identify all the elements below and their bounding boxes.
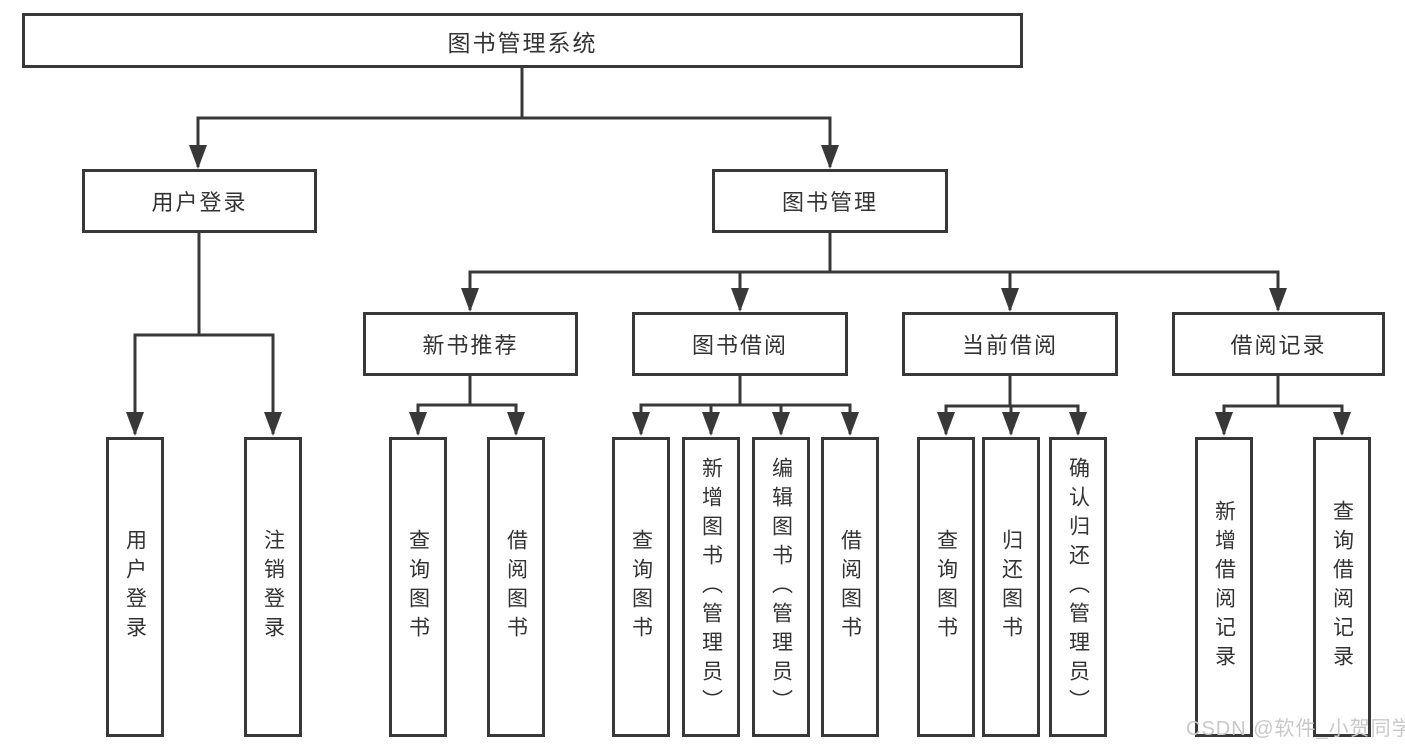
node-cb-query-books: 查询图书 — [917, 437, 975, 737]
node-login: 用户登录 — [106, 437, 164, 737]
node-borrowing-records: 借阅记录 — [1172, 312, 1385, 376]
node-logout-label: 注销登录 — [261, 529, 285, 645]
node-book-borrowing-label: 图书借阅 — [691, 333, 788, 358]
node-logout: 注销登录 — [244, 437, 302, 737]
node-current-borrowing: 当前借阅 — [902, 312, 1118, 376]
node-borrowing-records-label: 借阅记录 — [1230, 333, 1327, 358]
node-br-query-record-label: 查询借阅记录 — [1330, 500, 1354, 674]
node-bb-borrow-books-label: 借阅图书 — [838, 529, 862, 645]
node-bb-add-books: 新增图书（管理员） — [682, 437, 740, 737]
node-cb-query-books-label: 查询图书 — [934, 529, 958, 645]
node-bb-query-books-label: 查询图书 — [629, 529, 653, 645]
node-login-label: 用户登录 — [123, 529, 147, 645]
node-br-add-record: 新增借阅记录 — [1195, 437, 1253, 737]
node-cb-return-books-label: 归还图书 — [999, 529, 1023, 645]
node-nb-borrow-books-label: 借阅图书 — [504, 529, 528, 645]
node-bb-edit-books-label: 编辑图书（管理员） — [769, 456, 793, 718]
node-book-management-system-label: 图书管理系统 — [447, 29, 598, 56]
node-nb-borrow-books: 借阅图书 — [487, 437, 545, 737]
node-br-add-record-label: 新增借阅记录 — [1212, 500, 1236, 674]
node-new-book-recommend: 新书推荐 — [363, 312, 578, 376]
node-nb-query-books-label: 查询图书 — [406, 529, 430, 645]
watermark: CSDN @软件_小贺同学 — [1186, 718, 1405, 740]
node-bb-query-books: 查询图书 — [612, 437, 670, 737]
node-br-query-record: 查询借阅记录 — [1313, 437, 1371, 737]
node-user-login-label: 用户登录 — [151, 190, 248, 215]
node-book-borrowing: 图书借阅 — [632, 312, 848, 376]
node-book-management: 图书管理 — [712, 169, 948, 233]
node-current-borrowing-label: 当前借阅 — [961, 333, 1058, 358]
node-bb-borrow-books: 借阅图书 — [821, 437, 879, 737]
node-nb-query-books: 查询图书 — [389, 437, 447, 737]
node-cb-confirm-return-label: 确认归还（管理员） — [1066, 456, 1090, 718]
node-bb-edit-books: 编辑图书（管理员） — [752, 437, 810, 737]
node-new-book-recommend-label: 新书推荐 — [422, 333, 519, 358]
node-cb-confirm-return: 确认归还（管理员） — [1049, 437, 1107, 737]
node-book-management-label: 图书管理 — [781, 190, 878, 215]
node-book-management-system: 图书管理系统 — [22, 13, 1023, 68]
node-cb-return-books: 归还图书 — [982, 437, 1040, 737]
node-bb-add-books-label: 新增图书（管理员） — [699, 456, 723, 718]
node-user-login: 用户登录 — [82, 169, 317, 233]
